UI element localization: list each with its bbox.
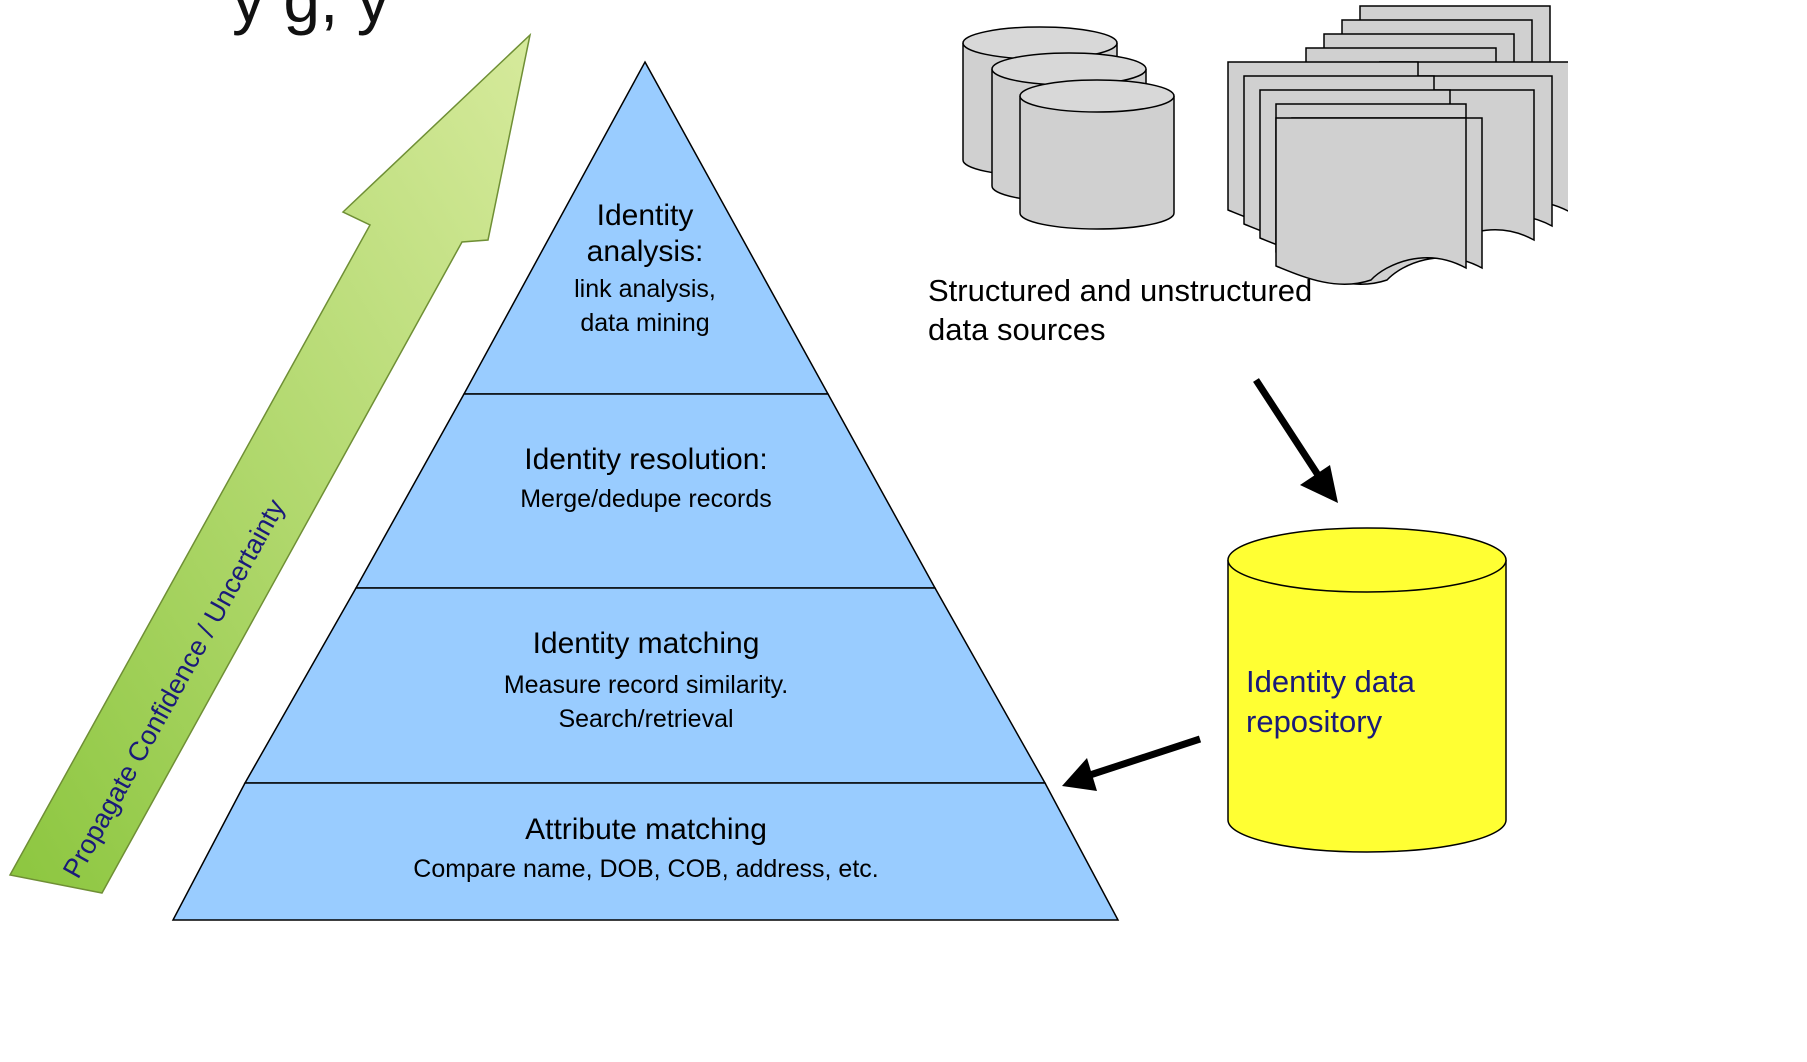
sources-caption-line-1: Structured and unstructured: [928, 273, 1313, 308]
identity-repository-icon: [1227, 527, 1507, 853]
diagram-canvas: y g, y Propagate Confidence / Uncertaint…: [8, 0, 1568, 921]
level-attribute-heading: Attribute matching: [525, 813, 767, 846]
level-matching-detail-1: Measure record similarity.: [503, 671, 789, 699]
repository-label: Identity data repository: [1246, 662, 1496, 743]
structured-sources-icon: [962, 26, 1175, 230]
level-resolution-text: Identity resolution: Merge/dedupe record…: [446, 442, 846, 514]
arrow-sources-to-repository: [1253, 378, 1338, 503]
pyramid: [171, 60, 1120, 921]
level-attribute-text: Attribute matching Compare name, DOB, CO…: [296, 812, 996, 884]
level-analysis-text: Identity analysis: link analysis, data m…: [545, 198, 745, 338]
document-icon: [1275, 117, 1467, 286]
repository-label-line-2: repository: [1246, 704, 1383, 740]
level-attribute-detail: Compare name, DOB, COB, address, etc.: [413, 855, 879, 883]
level-analysis-detail-1: link analysis,: [574, 275, 716, 303]
sources-caption: Structured and unstructured data sources: [928, 272, 1448, 350]
level-resolution-detail: Merge/dedupe records: [520, 485, 772, 513]
level-matching-text: Identity matching Measure record similar…: [396, 626, 896, 734]
level-matching-heading: Identity matching: [532, 627, 760, 660]
diagram-svg: y g, y Propagate Confidence / Uncertaint…: [8, 0, 1568, 921]
unstructured-sources-icon: [1227, 5, 1568, 286]
propagate-arrow: [8, 32, 532, 894]
arrow-repository-to-pyramid: [1062, 735, 1202, 791]
sources-caption-line-2: data sources: [928, 311, 1106, 347]
level-resolution-heading: Identity resolution:: [524, 443, 768, 476]
database-icon: [1019, 79, 1175, 230]
level-matching-detail-2: Search/retrieval: [558, 705, 734, 733]
level-analysis-detail-2: data mining: [580, 309, 710, 337]
repository-label-line-1: Identity data: [1246, 664, 1415, 699]
title-fragment: y g, y: [232, 0, 390, 36]
level-analysis-heading-2: analysis:: [586, 235, 704, 268]
pyramid-level-attribute: [171, 782, 1120, 921]
level-analysis-heading-1: Identity: [596, 199, 694, 232]
